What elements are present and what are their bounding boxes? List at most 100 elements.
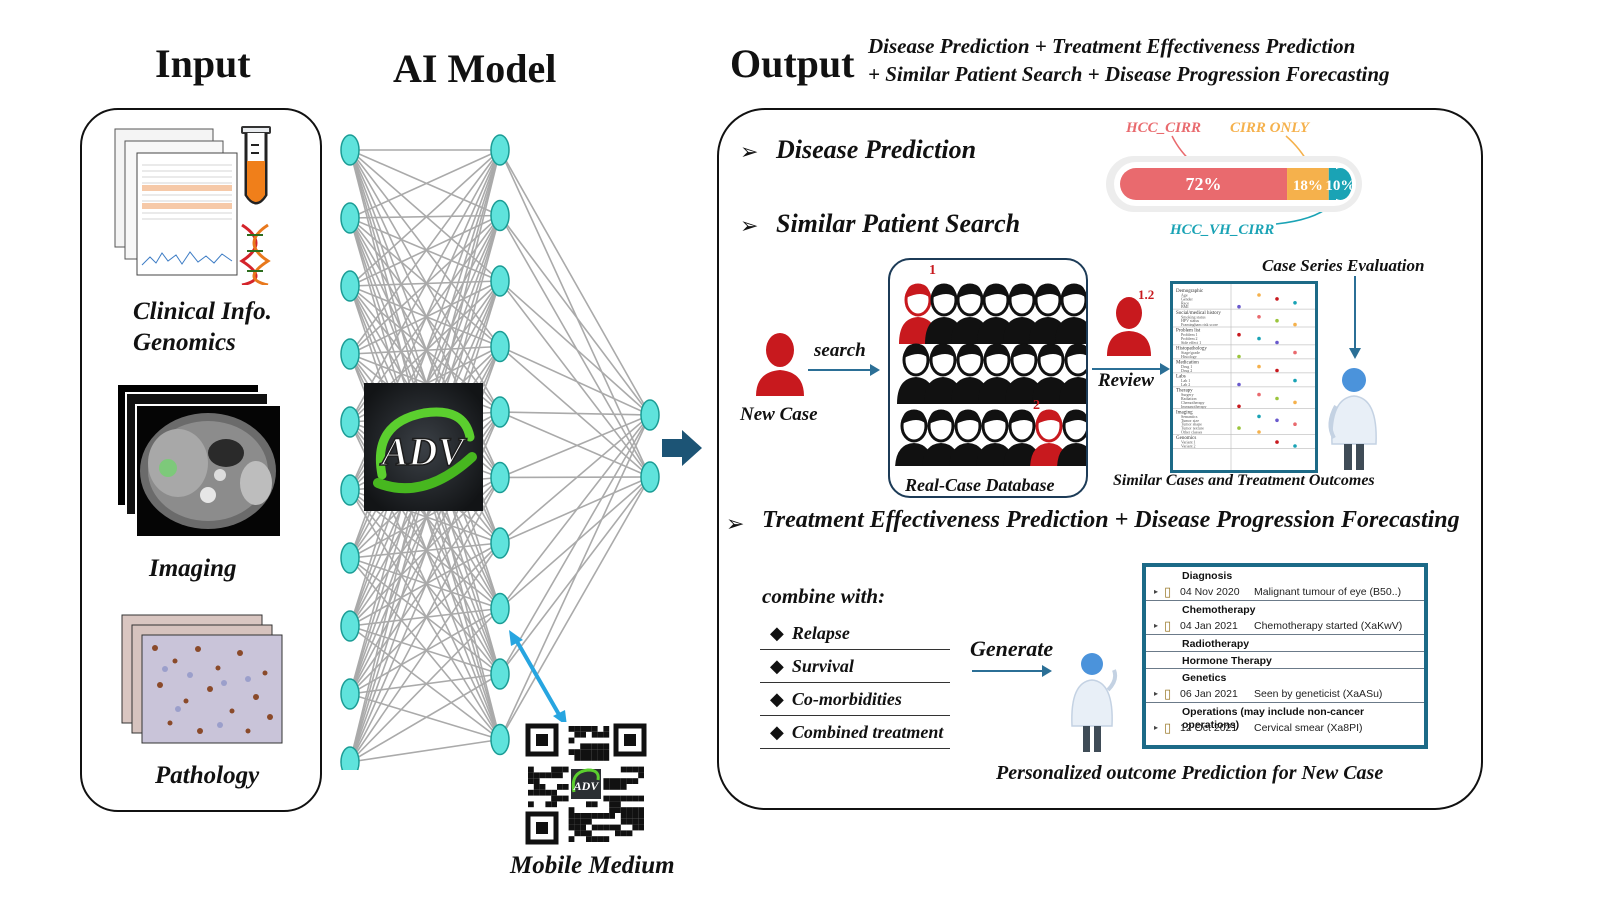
network-edge bbox=[349, 217, 501, 282]
qr-module bbox=[591, 726, 598, 732]
document-icon: ▯ bbox=[1164, 719, 1172, 735]
qr-module bbox=[574, 749, 581, 755]
network-edge bbox=[349, 217, 501, 413]
qr-module bbox=[591, 813, 598, 819]
expand-caret-icon[interactable]: ▸ bbox=[1154, 587, 1159, 596]
qr-module bbox=[632, 795, 639, 802]
diamond-icon: ◆ bbox=[770, 622, 784, 643]
qr-module bbox=[528, 766, 534, 773]
network-node bbox=[340, 202, 360, 234]
qr-code-icon[interactable]: ADV bbox=[524, 722, 648, 846]
qr-module bbox=[539, 772, 546, 779]
genomics-label: Genomics bbox=[133, 329, 236, 356]
qr-module bbox=[574, 813, 581, 819]
network-node bbox=[490, 527, 510, 559]
table-group-title: Problem list bbox=[1176, 329, 1201, 334]
outcome-dot bbox=[1257, 430, 1261, 434]
table-row-label: Drug 1 bbox=[1181, 364, 1192, 369]
table-row-label: Framingham risk score bbox=[1181, 322, 1218, 327]
outcome-dot bbox=[1237, 304, 1241, 309]
network-edge bbox=[349, 557, 501, 741]
match-rank-2: 2 bbox=[1033, 398, 1040, 413]
new-case-label: New Case bbox=[740, 404, 818, 425]
qr-module bbox=[591, 836, 598, 842]
network-node bbox=[490, 199, 510, 232]
network-edge bbox=[499, 345, 651, 416]
qr-module bbox=[638, 772, 644, 779]
patient-icon bbox=[924, 343, 962, 404]
qr-module bbox=[615, 824, 621, 831]
network-edge bbox=[499, 414, 651, 544]
table-row-label: Variant 2 bbox=[1181, 444, 1196, 449]
diamond-icon: ◆ bbox=[770, 721, 784, 742]
qr-module bbox=[557, 772, 563, 779]
network-edge bbox=[349, 149, 501, 355]
network-edge bbox=[349, 625, 501, 675]
qr-module bbox=[591, 731, 598, 738]
table-row-label: Other classes bbox=[1181, 430, 1203, 435]
network-node bbox=[340, 542, 360, 574]
table-row-label: Chemotherapy bbox=[1181, 400, 1205, 405]
qr-module bbox=[632, 766, 639, 773]
network-edge bbox=[349, 149, 501, 217]
qr-module bbox=[609, 778, 615, 784]
expand-caret-icon[interactable]: ▸ bbox=[1154, 723, 1159, 732]
network-node bbox=[340, 406, 360, 438]
table-row-label: HPV status bbox=[1181, 318, 1199, 323]
outcome-dot bbox=[1257, 315, 1261, 319]
qr-module bbox=[620, 778, 627, 784]
qr-module bbox=[626, 818, 633, 825]
treatment-heading: Treatment Effectiveness Prediction + Dis… bbox=[762, 507, 1460, 533]
table-row-label: Surgery bbox=[1181, 392, 1194, 397]
outcome-dot bbox=[1275, 418, 1279, 423]
qr-module bbox=[533, 789, 540, 796]
cirr-only-label: CIRR ONLY bbox=[1230, 120, 1311, 136]
table-row-label: Histology bbox=[1181, 354, 1197, 359]
document-icon: ▯ bbox=[1164, 685, 1172, 701]
qr-module bbox=[615, 807, 621, 813]
qr-module bbox=[586, 836, 592, 842]
qr-module bbox=[533, 784, 540, 790]
qr-logo-text: ADV bbox=[573, 779, 600, 793]
qr-module bbox=[638, 813, 644, 819]
qr-module bbox=[620, 813, 627, 819]
review-rank: 1.2 bbox=[1138, 287, 1155, 302]
table-row-label: Tumor shape bbox=[1181, 422, 1202, 427]
qr-module bbox=[586, 813, 592, 819]
network-edge bbox=[349, 280, 501, 763]
table-row-label: Immunotherapy bbox=[1181, 404, 1207, 409]
output-arrow-icon bbox=[662, 430, 702, 466]
generate-arrow-icon bbox=[972, 665, 1052, 677]
qr-module bbox=[603, 784, 610, 790]
qr-module bbox=[580, 743, 586, 750]
network-node bbox=[490, 461, 510, 494]
table-group-title: Histopathology bbox=[1176, 347, 1207, 352]
hcc-vh-cirr-label: HCC_VH_CIRR bbox=[1169, 222, 1274, 238]
table-row-label: Drug 2 bbox=[1181, 368, 1192, 373]
case-series-arrow-icon bbox=[1349, 276, 1361, 359]
expand-caret-icon[interactable]: ▸ bbox=[1154, 621, 1159, 630]
qr-module bbox=[597, 836, 604, 842]
qr-module bbox=[557, 784, 563, 790]
qr-module bbox=[632, 824, 639, 831]
combine-item-label: Combined treatment bbox=[791, 721, 944, 742]
qr-module bbox=[562, 766, 569, 773]
qr-module bbox=[586, 801, 592, 808]
network-edge bbox=[349, 542, 501, 763]
qr-module bbox=[551, 801, 557, 808]
input-title: Input bbox=[155, 41, 251, 86]
qr-module bbox=[609, 801, 615, 808]
table-row-label: Age bbox=[1181, 293, 1188, 298]
disease-prediction-heading: Disease Prediction bbox=[776, 135, 977, 164]
combine-item: ◆Co-morbidities bbox=[760, 683, 950, 716]
expand-caret-icon[interactable]: ▸ bbox=[1154, 689, 1159, 698]
qr-module bbox=[551, 789, 557, 796]
bullet-arrow-icon: ➢ bbox=[740, 139, 759, 164]
qr-module bbox=[609, 807, 615, 813]
qr-module bbox=[615, 795, 621, 802]
qr-module bbox=[528, 789, 534, 796]
